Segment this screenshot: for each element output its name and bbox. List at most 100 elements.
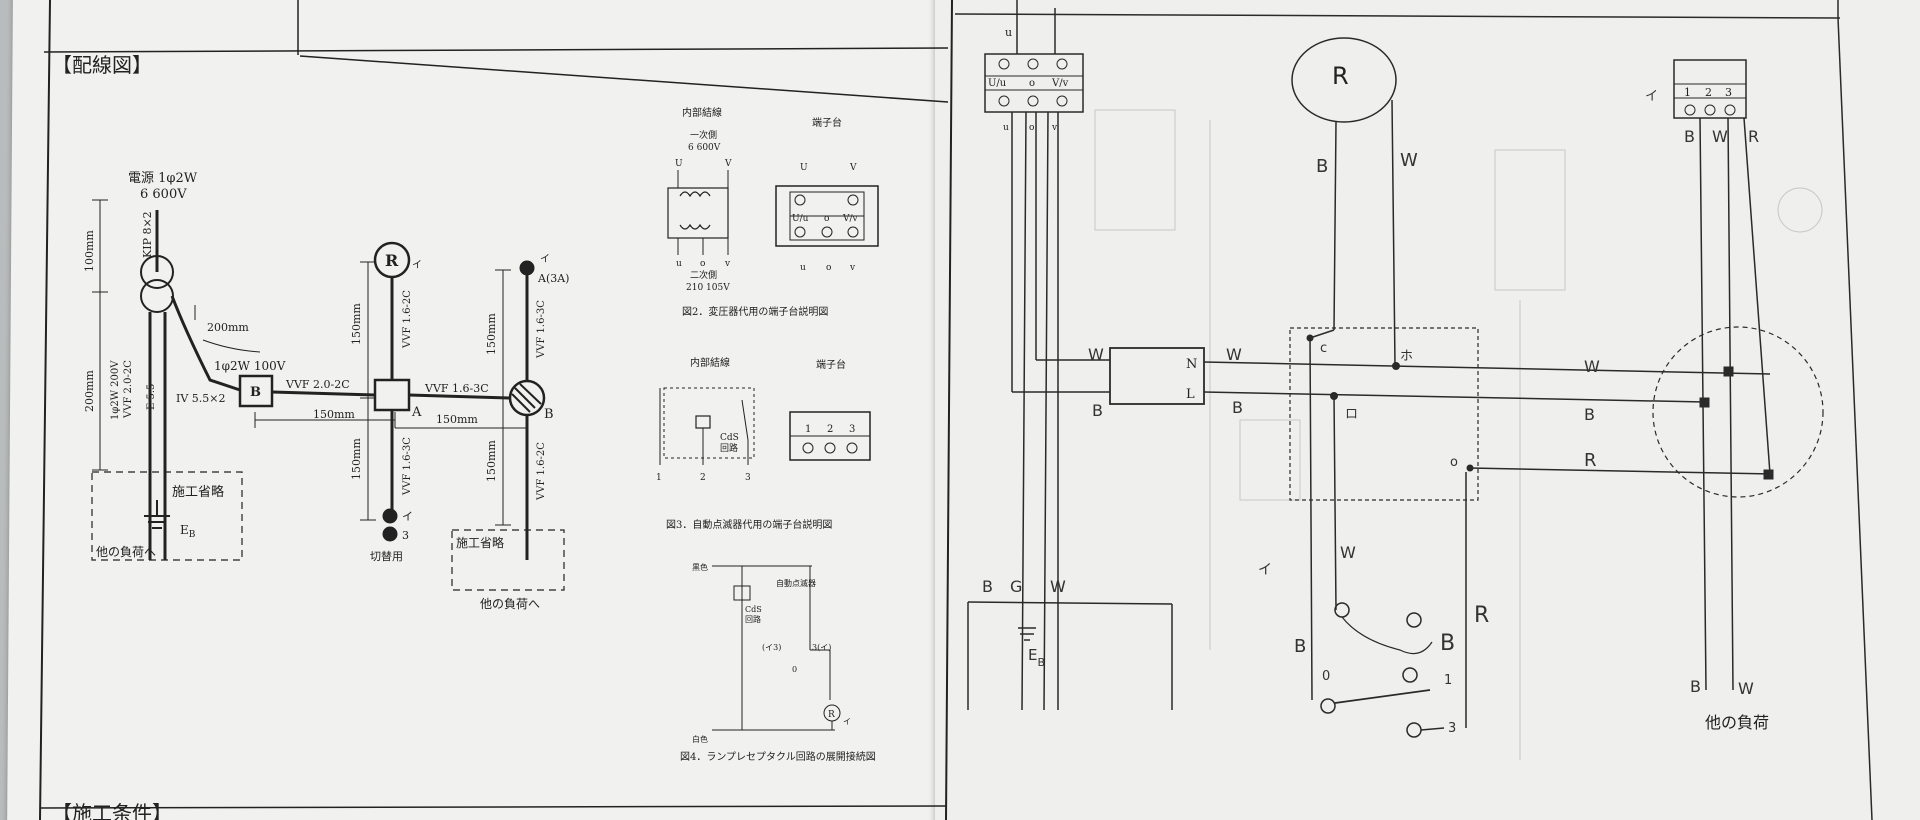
fig4-white: 白色 [692, 734, 708, 744]
box-b-label: B [250, 385, 261, 400]
fig2-primary-voltage: 6 600V [688, 143, 721, 153]
dim-200mm-horizontal: 200mm [207, 321, 249, 334]
fig2-term-lu: u [800, 263, 806, 273]
junction-a-label: A [411, 405, 422, 420]
right-terminal-3: 3 [1725, 86, 1732, 99]
fig4-caption: 図4．ランプレセプタクル回路の展開接続図 [680, 750, 876, 763]
secondary-circuit-label: 1φ2W 200V [110, 360, 121, 420]
hw-bottom-w: W [1738, 679, 1754, 698]
hw-ground-b: B [982, 577, 993, 596]
outlet-b-label: B [544, 407, 554, 422]
right-sheet [954, 0, 1873, 820]
fig2-caption: 図2．変圧器代用の端子台説明図 [682, 305, 828, 318]
section-title: 【配線図】 [52, 53, 152, 77]
fig3-inner-2: 2 [700, 473, 706, 483]
dim-200mm-vertical: 200mm [83, 370, 96, 412]
omitted-construction-2: 施工省略 [456, 535, 504, 550]
hw-bottom-b: B [1690, 677, 1701, 696]
fig2-terminal-label: 端子台 [812, 116, 842, 129]
fig3-cds: CdS [720, 433, 739, 443]
fig4-circuit: 回路 [745, 614, 761, 624]
hw-b2: B [1092, 401, 1103, 420]
top-terminal-o: o [1029, 78, 1035, 89]
other-load-2: 他の負荷へ [480, 597, 540, 611]
fig4-r: R [828, 710, 835, 720]
fig2-secondary: 二次側 [690, 269, 717, 281]
hw-w5: W [1340, 543, 1356, 562]
fig4-cds: CdS [745, 605, 762, 614]
ground-eb-label: EB [180, 523, 196, 540]
hw-i1: イ [1258, 562, 1272, 578]
dim-150mm-h1: 150mm [313, 408, 355, 421]
hw-b4: B [1584, 405, 1595, 424]
junction-c: c [1320, 341, 1327, 356]
fig2-secondary-voltage: 210 105V [686, 283, 730, 293]
right-sheet-text: u U/u o V/v u o v R N L c ホ ロ o 1 2 3 イ … [982, 26, 1769, 736]
vvf-20-2c-horizontal: VVF 2.0-2C [285, 378, 350, 391]
fig4-sw-b: 3(イ) [812, 643, 831, 652]
top-terminal-uu: U/u [988, 78, 1007, 89]
fig2-inner-label: 内部結線 [682, 106, 722, 119]
junction-ho: ホ [1400, 349, 1413, 364]
vvf-16-2c-vertical-b: VVF 1.6-2C [536, 442, 547, 501]
fig3-term-2: 2 [827, 424, 833, 435]
vvf-16-3c-vertical-a: VVF 1.6-3C [402, 437, 413, 496]
fig3-term-3: 3 [849, 424, 855, 435]
construction-conditions-title: 【施工条件】 [52, 801, 172, 820]
dim-100mm: 100mm [83, 230, 96, 272]
right-terminal-2: 2 [1705, 86, 1712, 99]
fig3-inner-1: 1 [656, 473, 662, 483]
fig3-circuit: 回路 [720, 442, 738, 454]
switch-3-label: 3 [402, 529, 409, 542]
top-terminal-vv: V/v [1051, 78, 1069, 89]
omitted-construction-1: 施工省略 [172, 484, 224, 500]
a3a-label: A(3A) [537, 272, 569, 285]
hw-ground-w: W [1050, 577, 1066, 596]
fig4-i: イ [843, 717, 851, 726]
hw-w3: W [1226, 345, 1242, 364]
fig3-term-1: 1 [805, 424, 811, 435]
kip-cable-label: KIP 8×2 [141, 211, 154, 258]
top-terminal-v: v [1051, 123, 1058, 133]
vvf-16-2c-vertical: VVF 1.6-2C [402, 290, 413, 349]
hw-r1: R [1584, 450, 1597, 471]
hw-w2: W [1088, 345, 1104, 364]
r-lamp-label: R [1332, 62, 1349, 90]
circuit-100v-label: 1φ2W 100V [214, 359, 286, 373]
switch-1: 1 [1444, 673, 1452, 688]
dim-150mm-v3: 150mm [485, 313, 498, 355]
hw-r2: R [1474, 603, 1489, 628]
hw-top-b: B [1684, 127, 1695, 146]
fig2-lower-o: o [700, 259, 705, 269]
fig4-black: 黒色 [692, 562, 708, 572]
hw-w4: W [1584, 357, 1600, 376]
junction-o: o [1450, 455, 1458, 470]
switch-i-label: イ [402, 510, 413, 523]
iv55-label: IV 5.5×2 [176, 392, 226, 405]
auto-switch-l: L [1186, 387, 1195, 402]
r-lamp-symbol: R [385, 251, 399, 270]
left-sheet [39, 0, 953, 820]
hw-top-r: R [1748, 127, 1759, 146]
right-terminal-i: イ [1645, 89, 1658, 104]
e55-label: E 5.5 [146, 384, 157, 410]
top-terminal-u: u [1003, 123, 1009, 133]
vvf-16-3c-horizontal: VVF 1.6-3C [424, 382, 489, 395]
hw-b1: B [1316, 156, 1328, 177]
top-terminal-o-lower: o [1029, 123, 1034, 133]
right-terminal-1: 1 [1684, 86, 1691, 99]
hw-top-w: W [1712, 127, 1728, 146]
fig3-inner-label: 内部結線 [690, 356, 730, 369]
fig2-primary: 一次側 [690, 129, 717, 141]
fig2-term-v: V [849, 163, 857, 173]
fig4-sw-a: (イ3) [762, 643, 781, 652]
fig2-v: V [724, 159, 732, 169]
fig2-term-lo: o [826, 263, 831, 273]
fig2-term-u: U [800, 163, 808, 173]
vvf-20-2c-label: VVF 2.0-2C [123, 360, 134, 419]
other-load-1: 他の負荷へ [96, 545, 156, 559]
switching-use-label: 切替用 [370, 549, 403, 563]
dim-150mm-v2: 150mm [350, 438, 363, 480]
